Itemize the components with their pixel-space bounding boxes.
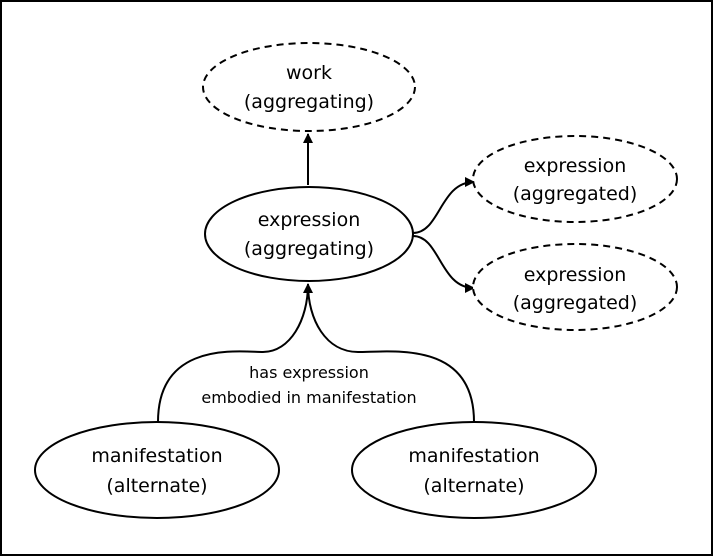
- edge-label-embodied-line1: has expression: [249, 363, 369, 382]
- node-work-subtitle: (aggregating): [244, 91, 374, 113]
- node-manifestation-left-shape: [34, 421, 280, 519]
- node-expression-aggregated-top-title: expression: [524, 155, 627, 177]
- node-manifestation-left-title: manifestation: [91, 445, 222, 467]
- node-work: work (aggregating): [202, 42, 416, 132]
- node-expression-aggregated-top: expression (aggregated): [472, 135, 678, 223]
- node-manifestation-right-shape: [351, 421, 597, 519]
- node-expression-aggregated-bottom-shape: [472, 243, 678, 331]
- node-expression-aggregated-top-shape: [472, 135, 678, 223]
- node-work-shape: [202, 42, 416, 132]
- node-expression-aggregated-bottom-title: expression: [524, 264, 627, 286]
- edge-manifestation-right-to-expression: [307, 283, 475, 423]
- edge-expression-to-aggregated-top: [412, 177, 475, 234]
- node-expression-aggregated-top-subtitle: (aggregated): [513, 183, 638, 205]
- node-manifestation-right-subtitle: (alternate): [423, 475, 524, 497]
- node-manifestation-right: manifestation (alternate): [351, 421, 597, 519]
- node-expression-aggregating-subtitle: (aggregating): [244, 238, 374, 260]
- node-manifestation-left-subtitle: (alternate): [106, 475, 207, 497]
- edge-manifestation-left-to-expression: [157, 283, 313, 423]
- node-manifestation-right-title: manifestation: [408, 445, 539, 467]
- node-expression-aggregating-shape: [204, 186, 414, 282]
- node-expression-aggregating: expression (aggregating): [204, 186, 414, 282]
- edges: [157, 133, 475, 423]
- node-expression-aggregating-title: expression: [258, 209, 361, 231]
- node-work-title: work: [286, 62, 332, 84]
- node-expression-aggregated-bottom-subtitle: (aggregated): [513, 292, 638, 314]
- edge-expression-to-aggregated-bottom: [412, 235, 475, 293]
- edge-label-embodied: has expression embodied in manifestation: [201, 363, 416, 407]
- node-expression-aggregated-bottom: expression (aggregated): [472, 243, 678, 331]
- node-manifestation-left: manifestation (alternate): [34, 421, 280, 519]
- edge-label-embodied-line2: embodied in manifestation: [201, 388, 416, 407]
